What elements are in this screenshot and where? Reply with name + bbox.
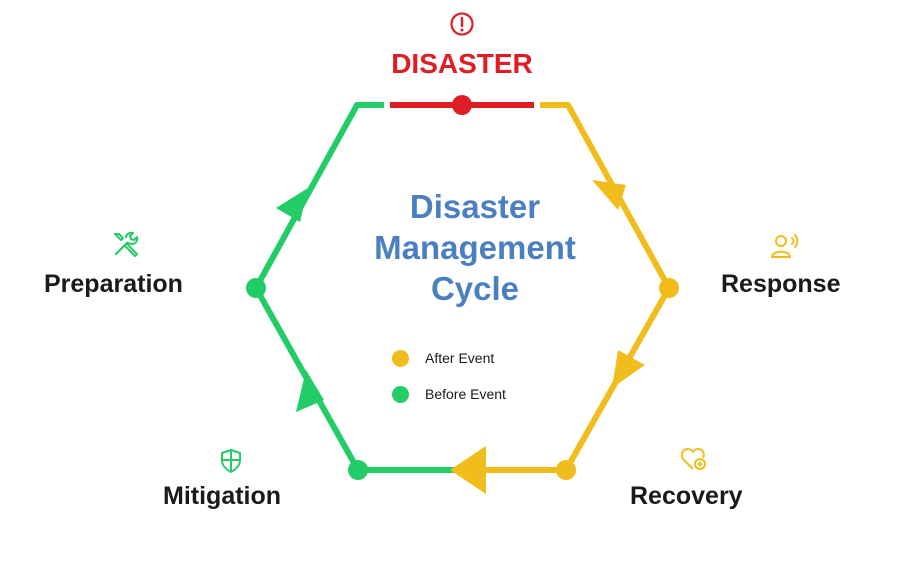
cycle-title: Disaster Management Cycle [360,186,590,309]
legend-swatch-before-event [392,385,409,403]
title-line-1: Disaster [409,188,541,225]
response-arrow [592,180,626,210]
response-edge [540,102,672,290]
recovery-arrow [612,350,645,388]
recovery-label: Recovery [630,482,743,510]
disaster-label: DISASTER [391,48,533,79]
heart-plus-icon [680,448,706,470]
legend-label-after-event: After Event [425,350,495,366]
preparation-edge [253,102,384,290]
title-line-3: Cycle [430,270,520,307]
legend-swatch-after-event [392,349,409,367]
tools-icon [114,231,139,257]
alert-circle-icon [450,12,474,36]
disaster-node [452,95,472,115]
preparation-label: Preparation [44,270,183,298]
mitigation-arrow [296,370,324,412]
response-node [659,278,679,298]
legend-label-before-event: Before Event [425,386,506,402]
mitigation-node [348,460,368,480]
mitigation-label: Mitigation [163,482,282,510]
recovery-to-mitigation-arrow [450,446,486,494]
legend-item-before-event: Before Event [392,376,506,412]
preparation-node [246,278,266,298]
shield-icon [221,449,241,473]
person-speaking-icon [771,234,799,258]
preparation-arrow [276,188,308,222]
legend: After Event Before Event [392,340,506,412]
title-line-2: Management [374,229,576,266]
legend-item-after-event: After Event [392,340,506,376]
response-label: Response [721,270,841,298]
recovery-node [556,460,576,480]
